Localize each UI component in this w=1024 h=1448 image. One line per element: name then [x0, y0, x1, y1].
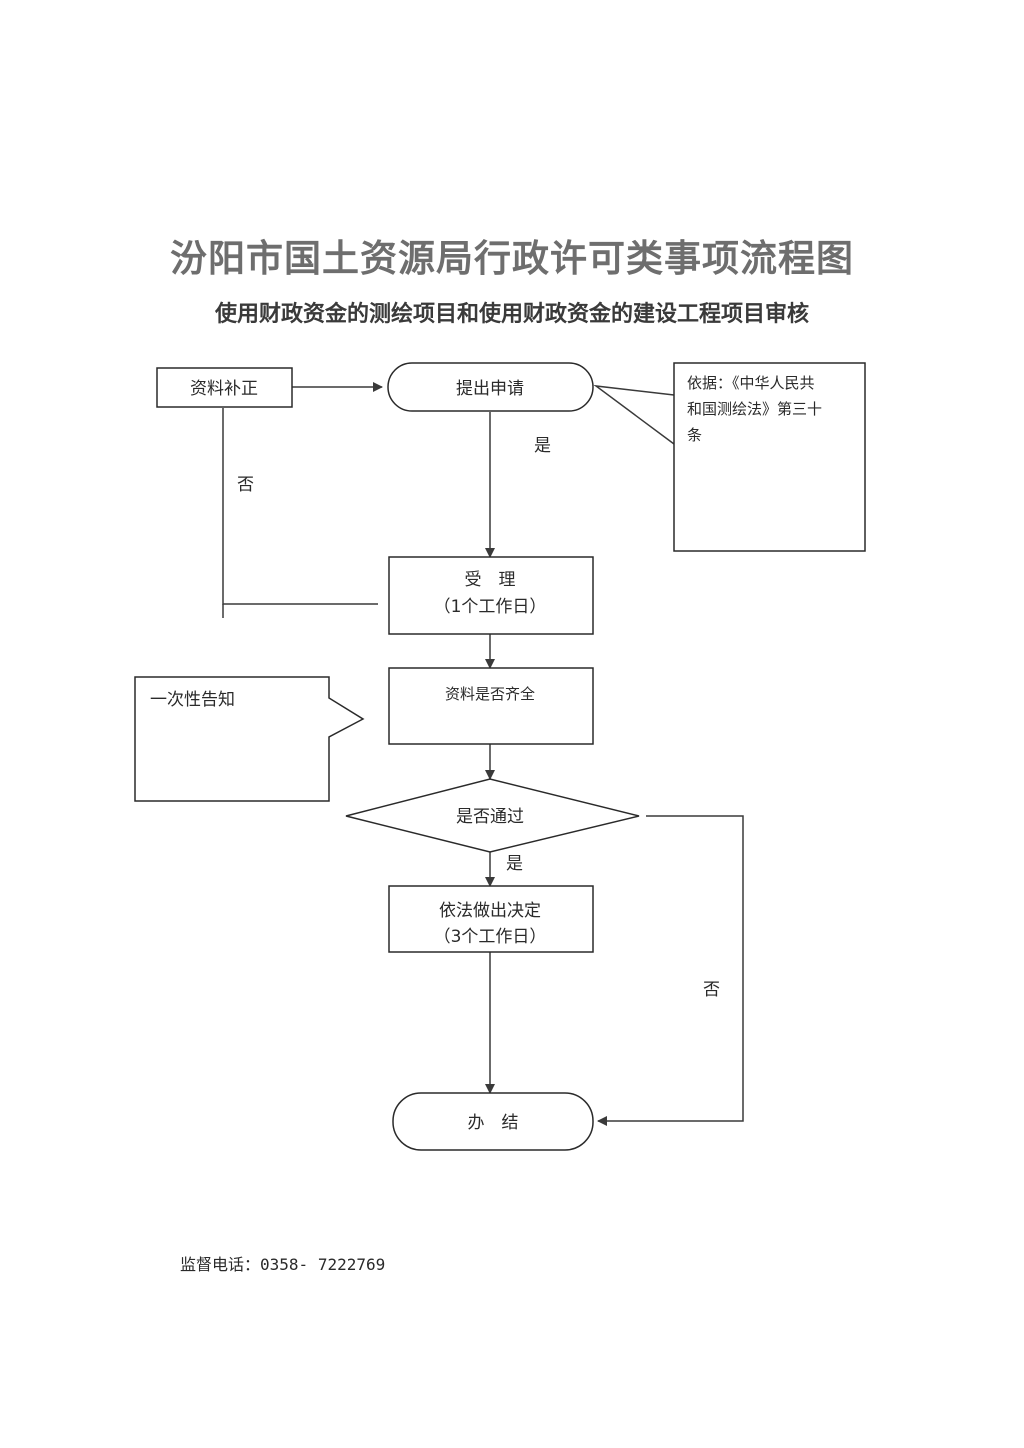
notify-label: 一次性告知 [150, 690, 235, 710]
accept-box [388, 556, 594, 635]
supplement-box [156, 367, 293, 408]
edge-label-yes-accept: 是 [534, 436, 551, 456]
accept-label: 受 理 [465, 570, 516, 590]
edge-label-no-supplement: 否 [237, 475, 254, 495]
basis-note-line-2: 和国测绘法》第三十 [687, 400, 822, 418]
page-subtitle: 使用财政资金的测绘项目和使用财政资金的建设工程项目审核 [214, 301, 809, 327]
edge-pass-no-to-finish [597, 815, 744, 1126]
submit-terminal [387, 362, 594, 412]
decision-label: 依法做出决定 [439, 901, 541, 921]
supervision-phone-label: 监督电话： [180, 1255, 261, 1274]
edge-accept-back-to-supplement [222, 408, 378, 605]
basis-note-line-3: 条 [687, 426, 702, 444]
finish-label: 办 结 [468, 1113, 519, 1133]
finish-terminal [392, 1092, 594, 1151]
notify-callout [134, 676, 365, 802]
accept-duration: （1个工作日） [434, 597, 547, 617]
edge-label-no-finish: 否 [703, 980, 720, 1000]
complete-check-box [388, 667, 594, 745]
pass-check-label: 是否通过 [456, 807, 524, 827]
basis-note-box [673, 362, 866, 552]
supervision-phone-number: 0358- 7222769 [260, 1255, 386, 1274]
supplement-label: 资料补正 [190, 379, 258, 399]
submit-label: 提出申请 [456, 379, 524, 399]
edge-label-yes-decision: 是 [506, 854, 523, 874]
supervision-phone: 监督电话：0358- 7222769 [180, 1251, 385, 1275]
page-title: 汾阳市国土资源局行政许可类事项流程图 [170, 236, 854, 280]
decision-box [388, 885, 594, 953]
decision-duration: （3个工作日） [434, 927, 547, 947]
complete-check-label: 资料是否齐全 [445, 685, 535, 703]
basis-callout-pointer [593, 384, 675, 445]
pass-decision-diamond [345, 778, 640, 853]
basis-note-line-1: 依据：《中华人民共 [687, 374, 815, 392]
